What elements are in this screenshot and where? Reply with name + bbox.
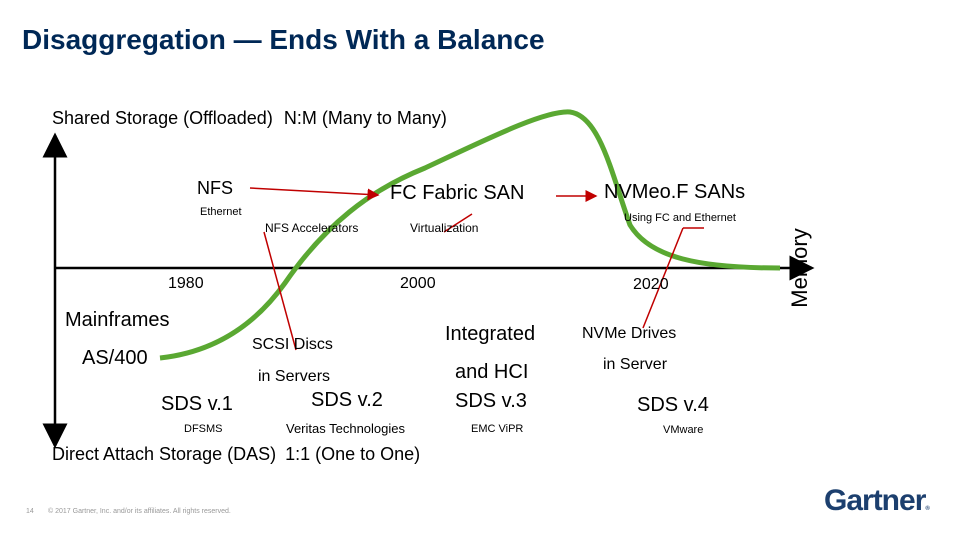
vmware-label: VMware: [663, 424, 704, 436]
year-2020: 2020: [633, 276, 669, 293]
and-hci-label: and HCI: [455, 361, 529, 383]
copyright-text: © 2017 Gartner, Inc. and/or its affiliat…: [48, 508, 231, 515]
virtualization-label: Virtualization: [410, 221, 479, 235]
shared-storage-label: Shared Storage (Offloaded) N:M (Many to …: [52, 108, 447, 128]
nvme-drives-label: NVMe Drives: [582, 325, 677, 342]
using-fc-label: Using FC and Ethernet: [624, 212, 736, 224]
dfsms-label: DFSMS: [184, 423, 223, 435]
nfs-accelerators-label: NFS Accelerators: [265, 221, 359, 235]
sds-v3-label: SDS v.3: [455, 390, 527, 412]
as400-label: AS/400: [82, 347, 148, 369]
sds-v2-label: SDS v.2: [311, 389, 383, 411]
arrow-using-fc: [642, 227, 684, 329]
arrow-nfs-to-fc: [249, 187, 380, 201]
veritas-label: Veritas Technologies: [286, 421, 406, 436]
page-number: 14: [26, 508, 34, 515]
nfs-label: NFS: [197, 178, 233, 198]
scsi-discs-label: SCSI Discs: [252, 336, 333, 353]
page-title: Disaggregation — Ends With a Balance: [22, 24, 545, 55]
year-1980: 1980: [168, 275, 204, 292]
sds-v4-label: SDS v.4: [637, 394, 709, 416]
memory-label: Memory: [787, 228, 812, 308]
mainframes-label: Mainframes: [65, 309, 170, 331]
ethernet-label: Ethernet: [200, 206, 242, 218]
gartner-logo: Gartner®: [824, 484, 930, 517]
integrated-label: Integrated: [445, 323, 536, 345]
das-label: Direct Attach Storage (DAS) 1:1 (One to …: [52, 444, 421, 464]
fc-fabric-label: FC Fabric SAN: [390, 182, 525, 204]
year-2000: 2000: [400, 275, 436, 292]
sds-v1-label: SDS v.1: [161, 393, 233, 415]
nvmeof-label: NVMeo.F SANs: [604, 181, 746, 203]
in-server-label: in Server: [603, 356, 668, 373]
arrow-virtualization: [443, 213, 473, 233]
arrow-nfs-accel: [263, 231, 297, 351]
emc-vipr-label: EMC ViPR: [471, 423, 524, 435]
trend-curve: [159, 109, 781, 361]
in-servers-label: in Servers: [258, 368, 331, 385]
